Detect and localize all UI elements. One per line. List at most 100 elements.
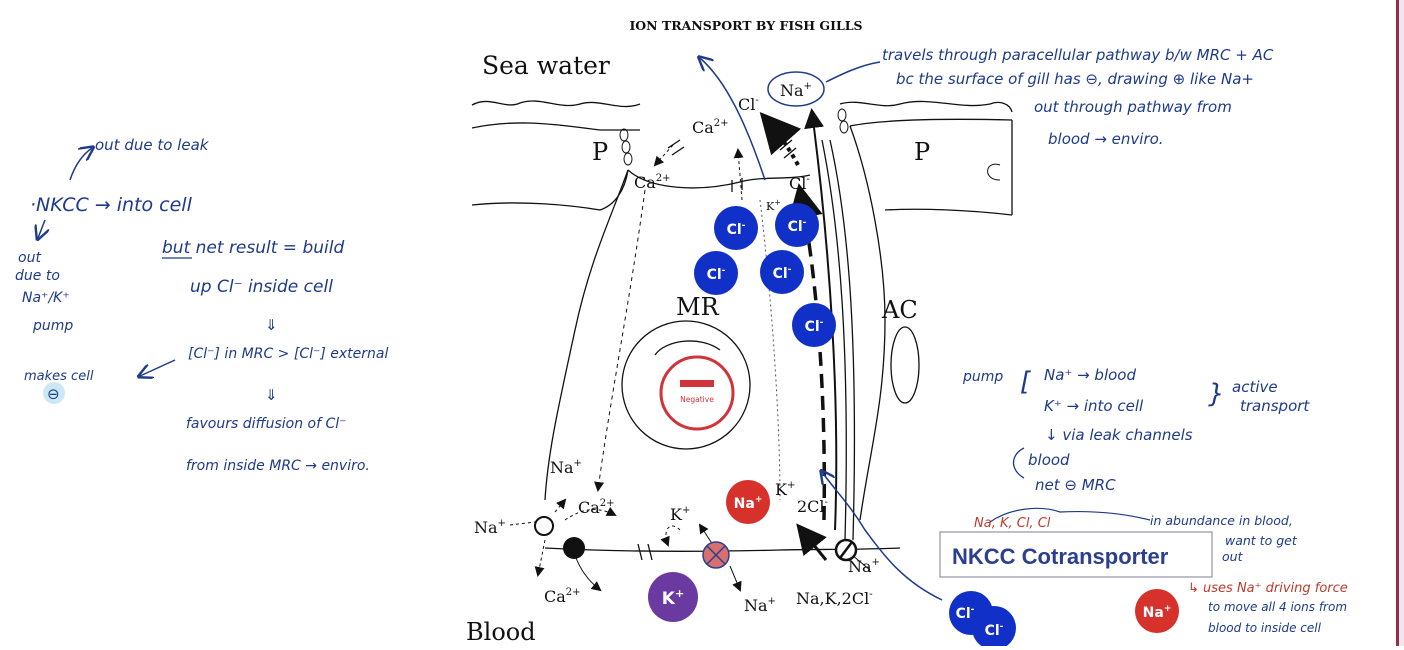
accent-bar bbox=[1396, 0, 1399, 646]
diagram-title: ION TRANSPORT BY FISH GILLS bbox=[629, 18, 862, 33]
note-red-ions: Na, K, Cl, Cl bbox=[974, 516, 1051, 531]
ca-bottom-label: Ca2+ bbox=[578, 498, 615, 517]
note-nkcc-into-cell: ·NKCC → into cell bbox=[30, 194, 193, 216]
note-active: active bbox=[1232, 378, 1278, 396]
na-top-label: Na+ bbox=[780, 81, 812, 100]
mr-cell-label: MR bbox=[676, 293, 720, 321]
ac-cell-label: AC bbox=[881, 296, 918, 324]
svg-text:Cl-: Cl- bbox=[727, 221, 746, 238]
note-out-due-to-2: Na⁺/K⁺ bbox=[22, 290, 70, 306]
na-ion-badges: Na+ Na+ bbox=[726, 480, 1179, 633]
note-abundance: in abundance in blood, bbox=[1150, 513, 1293, 528]
note-but-net-result: but net result = build bbox=[162, 238, 344, 258]
cl-ion-badge: Cl- bbox=[792, 303, 836, 347]
na-lowest-label: Na+ bbox=[744, 596, 776, 615]
k-bottom-label: K+ bbox=[670, 505, 690, 524]
note-out-due-to-leak: out due to leak bbox=[95, 136, 210, 154]
paracellular-channel bbox=[821, 139, 856, 541]
ca-top-label: Ca2+ bbox=[692, 118, 729, 137]
cl-ion-badge: Cl- bbox=[760, 250, 804, 294]
note-transport: transport bbox=[1240, 397, 1310, 415]
na-right-label: Na+ bbox=[848, 557, 880, 576]
cl-ion-badge: Cl- bbox=[775, 203, 819, 247]
note-from-inside: from inside MRC → enviro. bbox=[186, 458, 370, 474]
pavement-cell-left-label: P bbox=[592, 138, 608, 166]
na-k-atpase-x bbox=[706, 545, 726, 565]
note-blood-inside: blood to inside cell bbox=[1208, 621, 1322, 635]
na-left-label: Na+ bbox=[474, 518, 506, 537]
note-uses-na: ↳ uses Na⁺ driving force bbox=[1188, 581, 1348, 596]
svg-text:K+: K+ bbox=[662, 587, 684, 609]
nakcl-label: Na,K,2Cl- bbox=[796, 589, 873, 608]
na-top-circle bbox=[767, 71, 825, 107]
nkcc-annotation: Na, K, Cl, Cl NKCC Cotransporter in abun… bbox=[822, 472, 1348, 635]
pavement-cell-right-label: P bbox=[914, 138, 930, 166]
ion-labels: Na+ Cl- Ca2+ Ca2+ Cl- K+ Na+ Ca2+ Na+ K+… bbox=[474, 81, 880, 615]
cl-top-label: Cl- bbox=[738, 95, 759, 114]
note-up-cl-inside: up Cl⁻ inside cell bbox=[190, 277, 333, 297]
nkcc-box bbox=[939, 531, 1213, 578]
note-k-cell: K⁺ → into cell bbox=[1044, 397, 1144, 415]
note-blood: blood bbox=[1028, 451, 1070, 469]
note-neg-symbol: ⊖ bbox=[47, 385, 60, 403]
note-move-all: to move all 4 ions from bbox=[1208, 600, 1347, 614]
na-exchanger-symbol bbox=[534, 516, 554, 536]
note-favours: favours diffusion of Cl⁻ bbox=[186, 416, 347, 432]
k-small-label: K+ bbox=[766, 198, 781, 213]
na-ion-badge: Na+ bbox=[1135, 589, 1179, 633]
tight-junctions bbox=[619, 108, 1001, 181]
note-makes-cell: makes cell bbox=[24, 369, 94, 384]
sea-water-label: Sea water bbox=[482, 51, 610, 80]
svg-text:Cl-: Cl- bbox=[773, 265, 792, 282]
cl-right-label: Cl- bbox=[789, 174, 810, 193]
note-travels-1: bc the surface of gill has ⊖, drawing ⊕ … bbox=[896, 70, 1254, 88]
top-right-annotations: travels through paracellular pathway b/w… bbox=[700, 46, 1274, 181]
k-right-label: K+ bbox=[775, 480, 795, 499]
note-via-leak: ↓ via leak channels bbox=[1045, 426, 1193, 444]
note-want-get: want to get bbox=[1225, 533, 1298, 548]
cell-outlines bbox=[471, 100, 1013, 552]
svg-text:Na+: Na+ bbox=[1143, 604, 1172, 621]
na-ion-badge: Na+ bbox=[726, 480, 770, 524]
note-travels-2: out through pathway from bbox=[1034, 98, 1232, 116]
ca-inside-label: Ca2+ bbox=[634, 173, 671, 192]
note-out-due-to-3: pump bbox=[32, 318, 73, 334]
left-annotations: out due to leak ·NKCC → into cell out du… bbox=[15, 136, 388, 474]
svg-text:Cl-: Cl- bbox=[805, 318, 824, 335]
svg-text:Cl-: Cl- bbox=[788, 218, 807, 235]
note-na-blood: Na⁺ → blood bbox=[1044, 366, 1136, 384]
note-travels-3: blood → enviro. bbox=[1048, 130, 1164, 148]
ion-flux-arrows bbox=[509, 108, 871, 592]
blood-label: Blood bbox=[466, 618, 536, 646]
cl-ion-badge: Cl- bbox=[714, 206, 758, 250]
bracket-right: } bbox=[1208, 379, 1225, 409]
bracket-left: [ bbox=[1020, 367, 1031, 397]
transporters bbox=[534, 516, 858, 569]
svg-text:Cl-: Cl- bbox=[956, 605, 975, 622]
svg-text:Negative: Negative bbox=[680, 395, 714, 404]
nkcc-box-label: NKCC Cotransporter bbox=[952, 544, 1169, 569]
note-arrow-down-1: ⇓ bbox=[265, 316, 278, 334]
na-bottom-left-label: Na+ bbox=[550, 458, 582, 477]
pump-annotations: pump [ Na⁺ → blood K⁺ → into cell } acti… bbox=[962, 366, 1310, 494]
negative-sign: Negative bbox=[659, 355, 735, 431]
svg-text:Cl-: Cl- bbox=[985, 622, 1004, 639]
highlight-circle bbox=[43, 382, 65, 404]
ca-atpase-symbol bbox=[563, 537, 585, 559]
right-edge-strip bbox=[1396, 0, 1404, 646]
note-out-due-to-0: out bbox=[18, 250, 41, 266]
svg-text:Na+: Na+ bbox=[734, 495, 763, 512]
channel-marks bbox=[637, 139, 797, 561]
ca-lowest-label: Ca2+ bbox=[544, 587, 581, 606]
svg-text:Cl-: Cl- bbox=[707, 266, 726, 283]
note-out: out bbox=[1222, 549, 1244, 564]
note-concentration: [Cl⁻] in MRC > [Cl⁻] external bbox=[188, 346, 388, 362]
note-travels-0: travels through paracellular pathway b/w… bbox=[882, 46, 1274, 64]
note-out-due-to-1: due to bbox=[15, 268, 60, 284]
cl-ion-badges: Cl- Cl- Cl- Cl- Cl- Cl- Cl- bbox=[694, 203, 1016, 650]
note-net-mrc: net ⊖ MRC bbox=[1035, 476, 1116, 494]
cl-ion-badge: Cl- bbox=[972, 606, 1016, 650]
two-cl-label: 2Cl- bbox=[797, 497, 828, 516]
